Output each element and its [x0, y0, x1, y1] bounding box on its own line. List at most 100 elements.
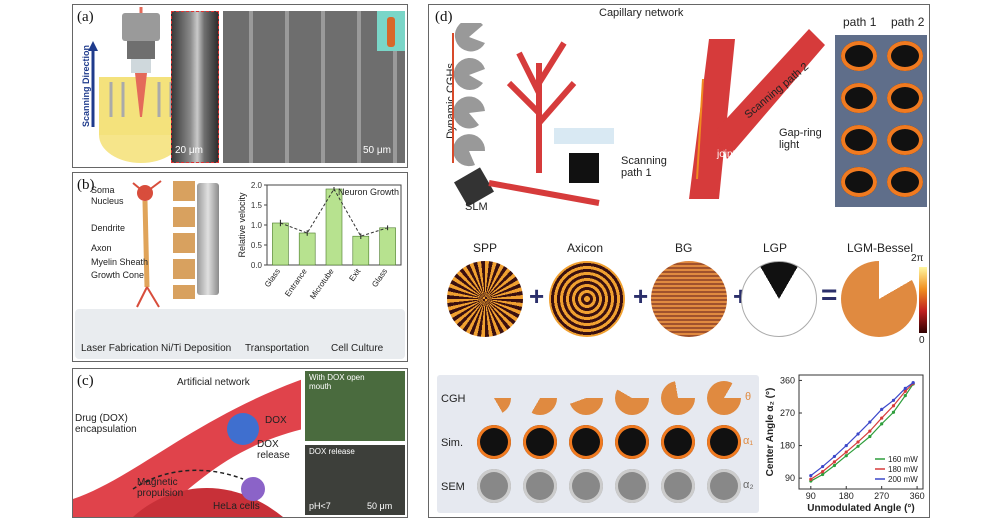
axicon-phase: [549, 261, 625, 337]
y-tick-label: 180: [780, 441, 795, 451]
series-line: [810, 382, 914, 477]
myelin-blocks: [173, 181, 195, 299]
fluorescence-inset-1: [305, 371, 405, 441]
series-line: [810, 383, 914, 482]
sem-pattern: [523, 469, 557, 503]
category-label: Entrance: [283, 267, 309, 299]
trend-line: [280, 188, 388, 237]
equals-sign: =: [821, 279, 838, 310]
bar: [352, 235, 370, 266]
row-label-sem: SEM: [441, 481, 465, 493]
data-point: [809, 477, 813, 481]
gap-ring-spot: [887, 83, 923, 113]
data-point: [821, 470, 825, 474]
magnetic-propulsion-label: Magnetic propulsion: [137, 477, 184, 499]
sem-pattern: [569, 469, 603, 503]
gap-ring-spot: [841, 167, 877, 197]
data-point: [880, 407, 884, 411]
category-label: Exit: [347, 266, 362, 283]
data-point: [868, 434, 872, 439]
panel-a: (a) Scanning Direction 20 μm 50 μm: [72, 4, 408, 168]
sem-microtube-array: [223, 11, 405, 163]
cgh-pattern: [523, 381, 557, 415]
data-point: [821, 472, 825, 477]
data-point: [832, 463, 837, 468]
data-point: [856, 440, 860, 444]
data-point: [880, 416, 884, 420]
neuron-label-myelin: Myelin Sheath: [91, 257, 149, 267]
neuron-label-soma: Soma: [91, 185, 115, 195]
cgh-pattern: [569, 381, 603, 415]
data-point: [891, 398, 896, 402]
artificial-network-label: Artificial network: [177, 377, 250, 388]
sem-pattern: [661, 469, 695, 503]
data-point: [832, 460, 837, 464]
category-label: Glass: [263, 267, 282, 289]
scanning-path1-label: Scanning path 1: [621, 155, 667, 179]
y-tick-label: 1.5: [251, 201, 263, 210]
sem-pattern: [615, 469, 649, 503]
capillary-network-label: Capillary network: [599, 7, 684, 19]
legend-label: 180 mW: [888, 465, 918, 474]
lgp-label: LGP: [763, 241, 788, 255]
data-point: [809, 474, 813, 478]
panel-label-a: (a): [77, 9, 94, 25]
inset1-label: With DOX open mouth: [309, 373, 365, 391]
slm-and-objective: [454, 41, 614, 207]
dox-label: DOX: [265, 415, 287, 426]
plus-sign: +: [633, 281, 649, 311]
bar: [325, 188, 343, 266]
sim-pattern: [661, 425, 695, 459]
cgh-pattern: [661, 381, 695, 415]
y-tick-label: 2.0: [251, 181, 263, 190]
sim-pattern: [477, 425, 511, 459]
neuron-label-growth-cone: Growth Cone: [91, 270, 145, 280]
sim-pattern: [707, 425, 741, 459]
y-tick-label: 0.0: [251, 261, 263, 270]
panel-d: (d) Capillary network Dynamic CGHs SLM S…: [428, 4, 930, 518]
microtube-illustration: [197, 183, 219, 295]
y-tick-label: 0.5: [251, 241, 263, 250]
spp-phase: [447, 261, 523, 337]
legend-label: 160 mW: [888, 455, 918, 464]
colorbar-min: 0: [919, 335, 925, 346]
row-label-sim: Sim.: [441, 437, 463, 449]
data-point: [821, 464, 825, 469]
data-point: [911, 381, 915, 385]
neuron-label-axon: Axon: [91, 243, 112, 253]
x-tick-label: 90: [806, 491, 816, 501]
y-tick-label: 270: [780, 408, 795, 418]
data-point: [844, 450, 848, 454]
laser-writing-illustration: [88, 7, 174, 163]
blood-vessel-illustration: [73, 379, 301, 517]
gap-ring-spot: [841, 125, 877, 155]
gap-ring-grid: [835, 35, 927, 207]
gap-ring-spot: [887, 125, 923, 155]
x-tick-label: 180: [839, 491, 854, 501]
theta-label: θ: [745, 391, 752, 403]
data-point: [856, 432, 860, 436]
flow-step-laser-fabrication: Laser Fabrication: [81, 343, 159, 354]
data-point: [903, 386, 907, 390]
gap-ring-spot: [841, 83, 877, 113]
neuron-illustration: [132, 180, 162, 308]
spp-label: SPP: [473, 241, 498, 255]
flow-step-cell-culture: Cell Culture: [331, 343, 384, 354]
flow-step-ni-ti-deposition: Ni/Ti Deposition: [161, 343, 232, 354]
x-axis-label: Unmodulated Angle (°): [807, 503, 915, 514]
fluorescence-inset-2: [305, 445, 405, 515]
data-point: [832, 454, 837, 459]
x-tick-label: 270: [874, 491, 889, 501]
data-point: [880, 422, 884, 426]
panel-b: (b) Soma Nucleus Dendrite Axon Myelin Sh…: [72, 172, 408, 362]
gap-ring-label: Gap-ring light: [779, 127, 822, 151]
colorbar-max: 2π: [911, 253, 924, 264]
joint-label: joint: [717, 149, 736, 160]
hela-cells-label: HeLa cells: [213, 501, 260, 512]
gap-ring-spot: [887, 41, 923, 71]
cgh-pattern: [707, 381, 741, 415]
flow-step-transportation: Transportation: [245, 343, 310, 354]
alpha2-label: α₂: [743, 479, 754, 491]
series-line: [810, 382, 914, 480]
